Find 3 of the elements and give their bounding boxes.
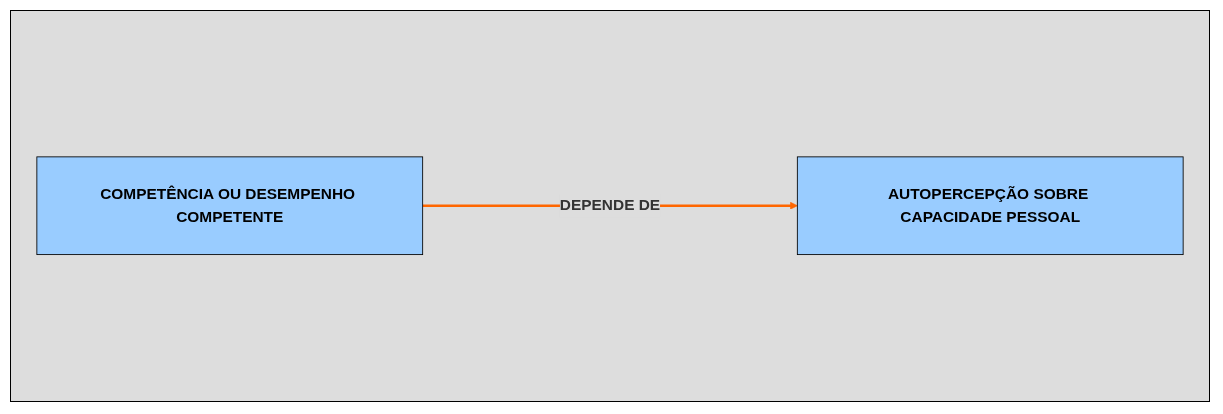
node-box: AUTOPERCEPÇÃO SOBRE CAPACIDADE PESSOAL <box>796 156 1184 256</box>
edge-label: DEPENDE DE <box>559 196 661 215</box>
node-box: COMPETÊNCIA OU DESEMPENHO COMPETENTE <box>36 156 424 256</box>
